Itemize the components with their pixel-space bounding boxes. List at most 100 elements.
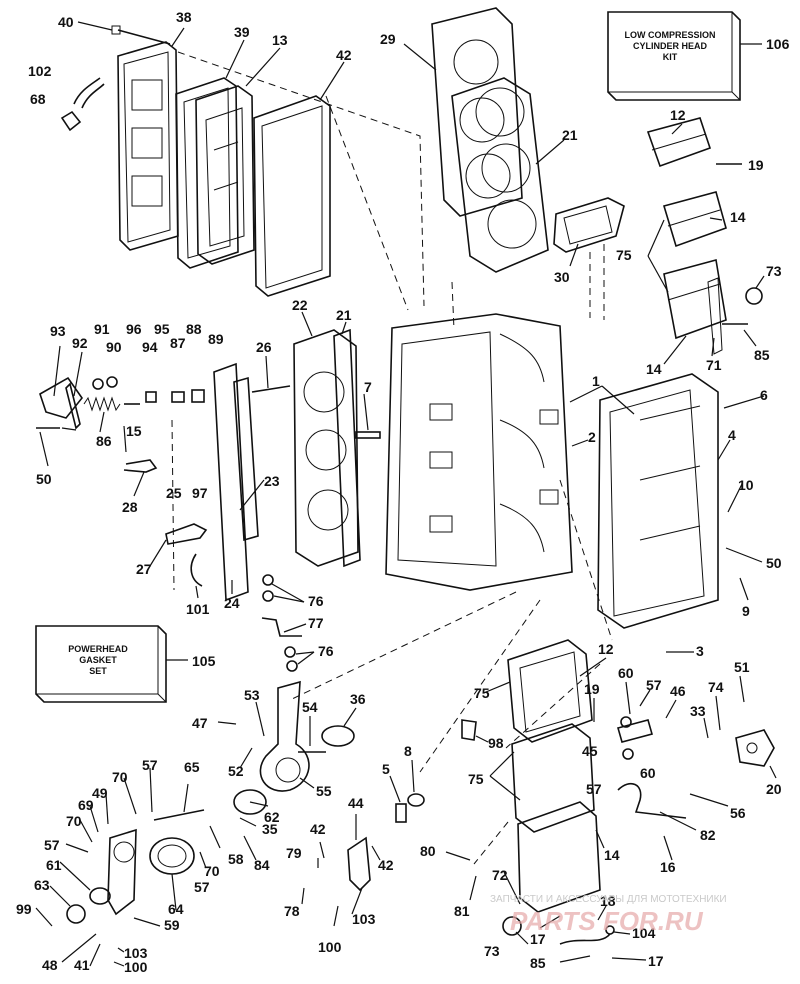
fitting-98 [461, 719, 477, 741]
callout-94: 94 [142, 339, 158, 355]
gasket-30 [553, 197, 625, 253]
callout-3: 3 [696, 643, 704, 659]
watermark-brand: PARTS FOR.RU [510, 906, 704, 936]
callout-14-low: 14 [604, 847, 620, 863]
callout-68: 68 [30, 91, 46, 107]
callout-90: 90 [106, 339, 122, 355]
spring-86 [83, 396, 121, 412]
shaft-65 [153, 809, 205, 821]
washer-63 [66, 904, 86, 924]
callout-86: 86 [96, 433, 112, 449]
cylinder-head-22 [293, 329, 359, 567]
callout-17-b: 17 [648, 953, 664, 969]
callout-93: 93 [50, 323, 66, 339]
callout-8: 8 [404, 743, 412, 759]
callout-79: 79 [286, 845, 302, 861]
callout-36: 36 [350, 691, 366, 707]
clip-101 [190, 553, 203, 587]
callout-71: 71 [706, 357, 722, 373]
bearing-64 [149, 837, 195, 875]
callout-87: 87 [170, 335, 186, 351]
part-5-8 [395, 793, 425, 823]
washer-36 [321, 725, 355, 747]
connecting-rod-59 [107, 828, 137, 916]
part-44 [347, 836, 371, 892]
callout-42-b: 42 [378, 857, 394, 873]
cylinder-head-kit-line-2: CYLINDER HEAD [633, 41, 708, 51]
crankcase-half-1 [597, 373, 719, 629]
callout-46: 46 [670, 683, 686, 699]
callout-70-left: 70 [66, 813, 82, 829]
callout-15: 15 [126, 423, 142, 439]
reference-lines [171, 51, 613, 865]
bracket-28 [123, 459, 158, 473]
callout-102: 102 [28, 63, 52, 79]
hose-102 [73, 77, 105, 109]
callout-64: 64 [168, 901, 184, 917]
reed-block-12-top [646, 117, 727, 340]
callout-82: 82 [700, 827, 716, 843]
callout-57-mid: 57 [194, 879, 210, 895]
callout-106: 106 [766, 36, 790, 52]
callout-39: 39 [234, 24, 250, 40]
callout-16: 16 [660, 859, 676, 875]
callout-25: 25 [166, 485, 182, 501]
cylinder-head-kit-box: LOW COMPRESSION CYLINDER HEAD KIT [607, 11, 762, 101]
callout-55: 55 [316, 783, 332, 799]
gasket-23-24 [213, 362, 259, 602]
cylinder-head-29 [431, 7, 523, 217]
callout-95: 95 [154, 321, 170, 337]
callout-49: 49 [92, 785, 108, 801]
callout-63: 63 [34, 877, 50, 893]
callout-105: 105 [192, 653, 216, 669]
watermark: ЗАПЧАСТИ И АКСЕССУАРЫ ДЛЯ МОТОТЕХНИКИ PA… [490, 894, 727, 936]
callout-40: 40 [58, 14, 74, 30]
callout-28: 28 [122, 499, 138, 515]
small-parts-row [92, 376, 205, 405]
callout-73-low: 73 [484, 943, 500, 959]
callout-42-a: 42 [310, 821, 326, 837]
callout-57-right: 57 [646, 677, 662, 693]
callout-72: 72 [492, 867, 508, 883]
callout-76-b: 76 [318, 643, 334, 659]
callout-21-top: 21 [562, 127, 578, 143]
callout-26: 26 [256, 339, 272, 355]
callout-103-mid: 103 [352, 911, 376, 927]
callout-39b: 42 [336, 47, 352, 63]
callout-48: 48 [42, 957, 58, 973]
callout-70-mid: 70 [204, 863, 220, 879]
watermark-caption: ЗАПЧАСТИ И АКСЕССУАРЫ ДЛЯ МОТОТЕХНИКИ [490, 894, 727, 905]
exhaust-gasket-39b [253, 95, 331, 297]
callout-19-top: 19 [748, 157, 764, 173]
powerhead-box-line-2: GASKET [79, 655, 117, 665]
callout-38: 38 [176, 9, 192, 25]
head-gasket-21-top [451, 77, 549, 273]
bolt-40 [111, 25, 171, 45]
callout-56: 56 [730, 805, 746, 821]
callout-101: 101 [186, 601, 210, 617]
callout-88: 88 [186, 321, 202, 337]
cylinder-head-kit-line-3: KIT [663, 52, 678, 62]
wrist-pin-61 [89, 887, 111, 905]
callout-5: 5 [382, 761, 390, 777]
callout-24: 24 [224, 595, 240, 611]
callout-75-mid: 75 [474, 685, 490, 701]
head-gasket-21-mid [333, 328, 361, 568]
callout-13: 13 [272, 32, 288, 48]
callout-85-top: 85 [754, 347, 770, 363]
callout-85-low: 85 [530, 955, 546, 971]
sensor-27 [165, 523, 208, 545]
exhaust-cover-38 [117, 41, 179, 251]
callout-73-top: 73 [766, 263, 782, 279]
callout-10: 10 [738, 477, 754, 493]
callout-61: 61 [46, 857, 62, 873]
bracket-20 [735, 729, 775, 767]
callout-75-top: 75 [616, 247, 632, 263]
callout-41: 41 [74, 957, 90, 973]
callout-33: 33 [690, 703, 706, 719]
callout-12-low: 12 [598, 641, 614, 657]
callout-77: 77 [308, 615, 324, 631]
callout-51: 51 [734, 659, 750, 675]
callout-98: 98 [488, 735, 504, 751]
callout-100-mid: 100 [318, 939, 342, 955]
